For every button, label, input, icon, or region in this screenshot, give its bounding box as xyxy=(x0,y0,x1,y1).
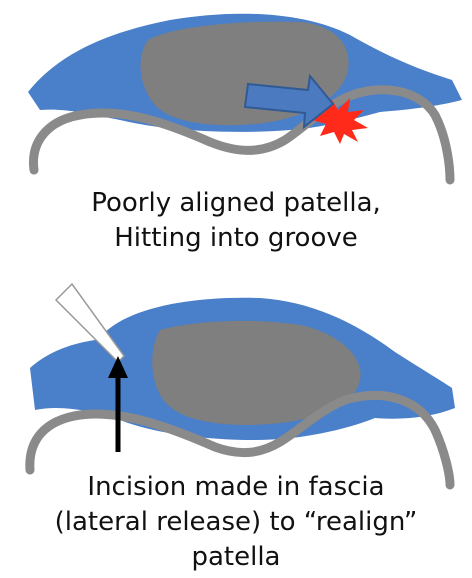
bottom-panel xyxy=(30,284,455,485)
bottom-caption: Incision made in fascia (lateral release… xyxy=(0,470,472,575)
top-caption-line-1: Poorly aligned patella, xyxy=(0,186,472,221)
top-caption: Poorly aligned patella, Hitting into gro… xyxy=(0,186,472,256)
bottom-caption-line-2: (lateral release) to “realign” xyxy=(0,505,472,540)
top-panel xyxy=(28,14,462,180)
bottom-caption-line-3: patella xyxy=(0,540,472,575)
top-caption-line-2: Hitting into groove xyxy=(0,221,472,256)
bottom-caption-line-1: Incision made in fascia xyxy=(0,470,472,505)
